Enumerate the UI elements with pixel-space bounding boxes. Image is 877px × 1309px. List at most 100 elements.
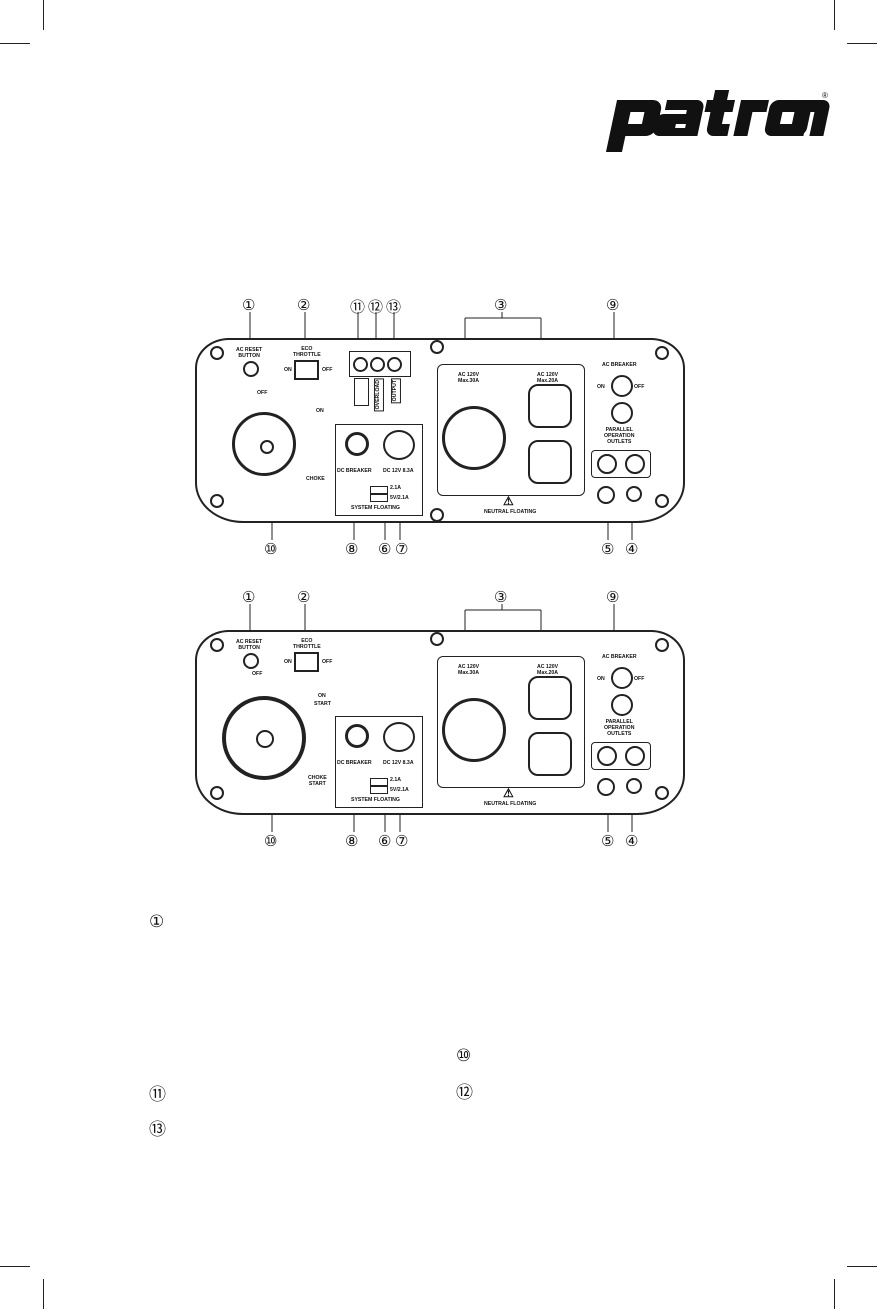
usb-port-1[interactable] — [370, 486, 388, 494]
twist-lock-outlet[interactable] — [442, 406, 506, 470]
eco-throttle-switch[interactable] — [294, 360, 319, 380]
callout-6: ⑥ — [378, 541, 392, 558]
crop-mark — [0, 43, 30, 44]
oil-warning-icon — [354, 378, 369, 406]
callout-4: ④ — [625, 541, 639, 558]
parallel-outlets-label: PARALLEL OPERATION OUTLETS — [604, 719, 635, 737]
callout-9: ⑨ — [606, 297, 620, 314]
parallel-outlet-1[interactable] — [597, 746, 617, 766]
mount-hole — [655, 786, 669, 800]
ground-terminal[interactable] — [597, 778, 615, 796]
choke-label: CHOKE — [306, 476, 325, 482]
mount-hole — [210, 494, 224, 508]
dial-hub — [256, 730, 274, 748]
mount-hole — [430, 508, 444, 522]
ac-reset-button[interactable] — [243, 361, 259, 377]
dc-12v-outlet[interactable] — [383, 430, 415, 460]
crop-mark — [847, 1266, 877, 1267]
mount-hole — [210, 786, 224, 800]
crop-mark — [43, 0, 44, 30]
eco-on-label: ON — [284, 659, 292, 665]
indicator-lamp-12 — [370, 357, 385, 372]
dc-breaker-label: DC BREAKER — [337, 760, 372, 766]
breaker-on-label: ON — [597, 676, 605, 682]
parallel-outlet-2[interactable] — [625, 454, 645, 474]
callout-3: ③ — [494, 297, 508, 314]
warning-triangle-icon: ⚠ — [503, 494, 514, 508]
usb-port-1[interactable] — [370, 778, 388, 786]
ac-breaker-1[interactable] — [611, 667, 633, 689]
engine-start-dial[interactable] — [222, 696, 306, 780]
callout-2: ② — [297, 297, 311, 314]
callout-6: ⑥ — [378, 833, 392, 850]
ground-icon — [626, 486, 642, 502]
duplex-outlet-1[interactable] — [528, 676, 572, 720]
parallel-outlet-2[interactable] — [625, 746, 645, 766]
crop-mark — [847, 43, 877, 44]
callout-5: ⑤ — [601, 833, 615, 850]
ac-reset-label: AC RESET BUTTON — [236, 639, 263, 651]
parallel-outlet-1[interactable] — [597, 454, 617, 474]
mount-hole — [210, 638, 224, 652]
callout-11: ⑪ — [350, 299, 366, 316]
parallel-outlet-frame — [591, 742, 651, 770]
crop-mark — [43, 1279, 44, 1309]
ac-breaker-label: AC BREAKER — [602, 654, 637, 660]
eco-on-label: ON — [284, 367, 292, 373]
ac-reset-label: AC RESET BUTTON — [236, 347, 263, 359]
eco-off-label: OFF — [322, 659, 333, 665]
eco-throttle-switch[interactable] — [294, 652, 319, 672]
system-floating-label: SYSTEM FLOATING — [351, 505, 400, 511]
callout-10: ⑩ — [264, 833, 278, 850]
duplex-outlet-2[interactable] — [528, 732, 572, 776]
dc-breaker-button[interactable] — [345, 432, 369, 456]
crop-mark — [834, 0, 835, 30]
legend-item-13: ⑬ — [149, 1120, 166, 1140]
usb-2-label: 5V/2.1A — [390, 495, 409, 501]
ac-breaker-1[interactable] — [611, 375, 633, 397]
callout-9: ⑨ — [606, 589, 620, 606]
dc-12v-label: DC 12V 8.3A — [383, 468, 414, 474]
parallel-outlet-frame — [591, 450, 651, 478]
dial-on-label: ON — [316, 408, 324, 414]
mount-hole — [210, 346, 224, 360]
duplex-outlet-1[interactable] — [528, 384, 572, 428]
engine-switch-dial[interactable] — [232, 412, 296, 476]
eco-off-label: OFF — [322, 367, 333, 373]
usb-1-label: 2.1A — [390, 777, 401, 783]
ac-breaker-2[interactable] — [611, 402, 633, 424]
mount-hole — [430, 632, 444, 646]
ac-reset-button[interactable] — [243, 653, 259, 669]
ac-breaker-2[interactable] — [611, 694, 633, 716]
callout-1: ① — [242, 589, 256, 606]
dial-on-label: ON — [318, 693, 326, 699]
ac-breaker-label: AC BREAKER — [602, 362, 637, 368]
callout-10: ⑩ — [264, 541, 278, 558]
breaker-off-label: OFF — [634, 676, 645, 682]
twist-lock-outlet[interactable] — [442, 698, 506, 762]
dc-breaker-button[interactable] — [345, 724, 369, 748]
ac-120-20a-label: AC 120V Max.20A — [537, 664, 559, 676]
ac-section-frame — [437, 656, 585, 788]
eco-throttle-label: ECO THROTTLE — [293, 346, 321, 358]
dial-off-label: OFF — [252, 671, 263, 677]
callout-13: ⑬ — [386, 299, 402, 316]
brand-logo: ® — [598, 86, 830, 156]
dial-off-label: OFF — [257, 390, 268, 396]
dc-12v-outlet[interactable] — [383, 722, 415, 752]
usb-port-2[interactable] — [370, 494, 388, 502]
ground-terminal[interactable] — [597, 486, 615, 504]
ac-120-30a-label: AC 120V Max.30A — [458, 372, 480, 384]
legend-item-12: ⑫ — [456, 1083, 473, 1103]
breaker-on-label: ON — [597, 384, 605, 390]
legend-item-11: ⑪ — [149, 1085, 166, 1105]
usb-1-label: 2.1A — [390, 485, 401, 491]
eco-throttle-label: ECO THROTTLE — [293, 638, 321, 650]
dial-knob — [260, 440, 274, 454]
choke-start-label: CHOKE START — [308, 775, 327, 787]
callout-1: ① — [242, 297, 256, 314]
callout-8: ⑧ — [345, 833, 359, 850]
usb-port-2[interactable] — [370, 786, 388, 794]
indicator-panel — [349, 351, 411, 377]
duplex-outlet-2[interactable] — [528, 440, 572, 484]
